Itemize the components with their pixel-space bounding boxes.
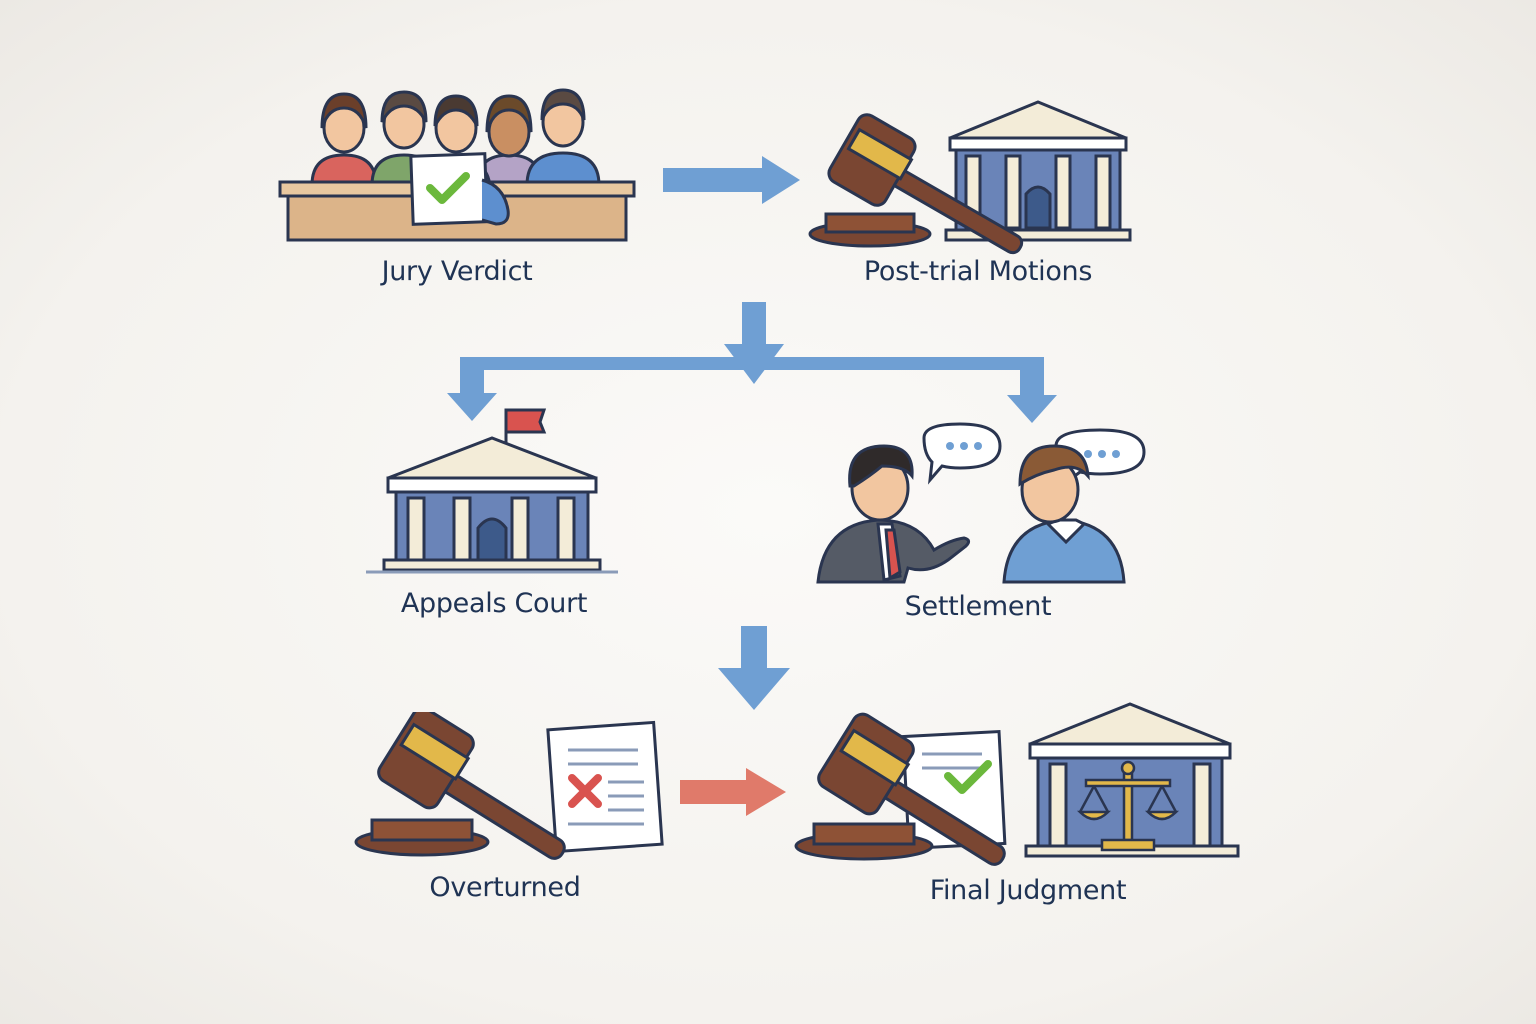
- courthouse-flag-icon: [366, 408, 618, 574]
- arrow-motions-split: [447, 302, 1057, 423]
- negotiation-people-icon: [816, 422, 1146, 584]
- node-label-final-judgment: Final Judgment: [929, 875, 1127, 906]
- arrow-appeals-to-judgment: [718, 626, 790, 710]
- jury-box-icon: [278, 88, 636, 242]
- node-label-settlement: Settlement: [904, 591, 1052, 622]
- gavel-courthouse-icon: [808, 100, 1132, 255]
- node-label-jury-verdict: Jury Verdict: [381, 256, 533, 287]
- node-label-overturned: Overturned: [429, 872, 581, 903]
- node-label-post-trial-motions: Post-trial Motions: [863, 256, 1093, 287]
- arrow-jury-to-motions: [663, 156, 800, 204]
- node-label-appeals-court: Appeals Court: [400, 588, 588, 619]
- gavel-rejected-document-icon: [354, 712, 664, 860]
- arrow-overturned-to-final: [680, 768, 786, 816]
- gavel-approved-scales-icon: [794, 702, 1240, 866]
